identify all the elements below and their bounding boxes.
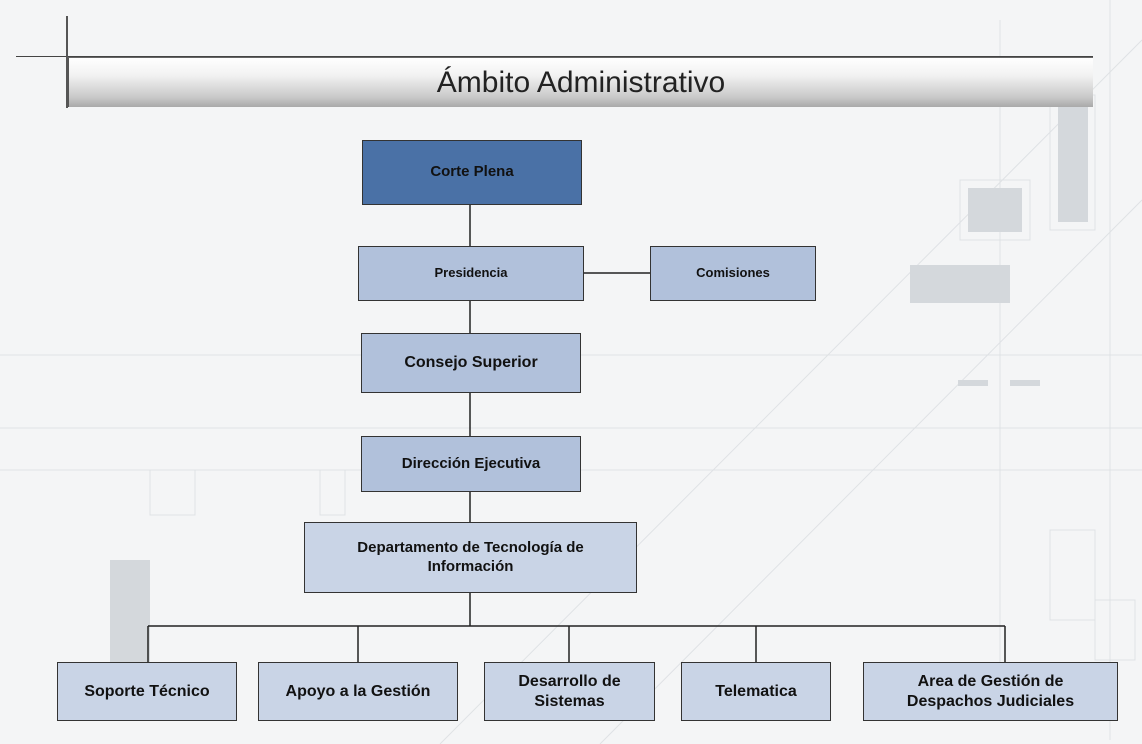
node-presidencia: Presidencia [358,246,584,301]
title-rule-horizontal [16,56,1093,57]
node-label: Desarrollo de Sistemas [518,672,621,710]
node-area-gestion-despachos: Area de Gestión de Despachos Judiciales [863,662,1118,721]
page-title: Ámbito Administrativo [436,65,726,99]
node-corte-plena: Corte Plena [362,140,582,205]
node-label: Dirección Ejecutiva [401,454,541,472]
node-comisiones: Comisiones [650,246,816,301]
node-soporte-tecnico: Soporte Técnico [57,662,237,721]
node-label: Corte Plena [430,163,514,181]
node-label: Presidencia [434,265,508,281]
node-telematica: Telematica [681,662,831,721]
node-apoyo-gestion: Apoyo a la Gestión [258,662,458,721]
node-label: Consejo Superior [404,354,538,371]
node-consejo-superior: Consejo Superior [361,333,581,393]
node-label: Area de Gestión de Despachos Judiciales [906,672,1075,710]
node-desarrollo-sistemas: Desarrollo de Sistemas [484,662,655,721]
node-label: Comisiones [696,265,770,281]
node-label: Soporte Técnico [84,682,210,700]
title-bar: Ámbito Administrativo [67,57,1093,107]
node-label: Apoyo a la Gestión [285,682,431,700]
node-label: Departamento de Tecnología de Informació… [357,538,584,575]
node-label: Telematica [715,682,797,700]
node-departamento-ti: Departamento de Tecnología de Informació… [304,522,637,593]
node-direccion-ejecutiva: Dirección Ejecutiva [361,436,581,492]
